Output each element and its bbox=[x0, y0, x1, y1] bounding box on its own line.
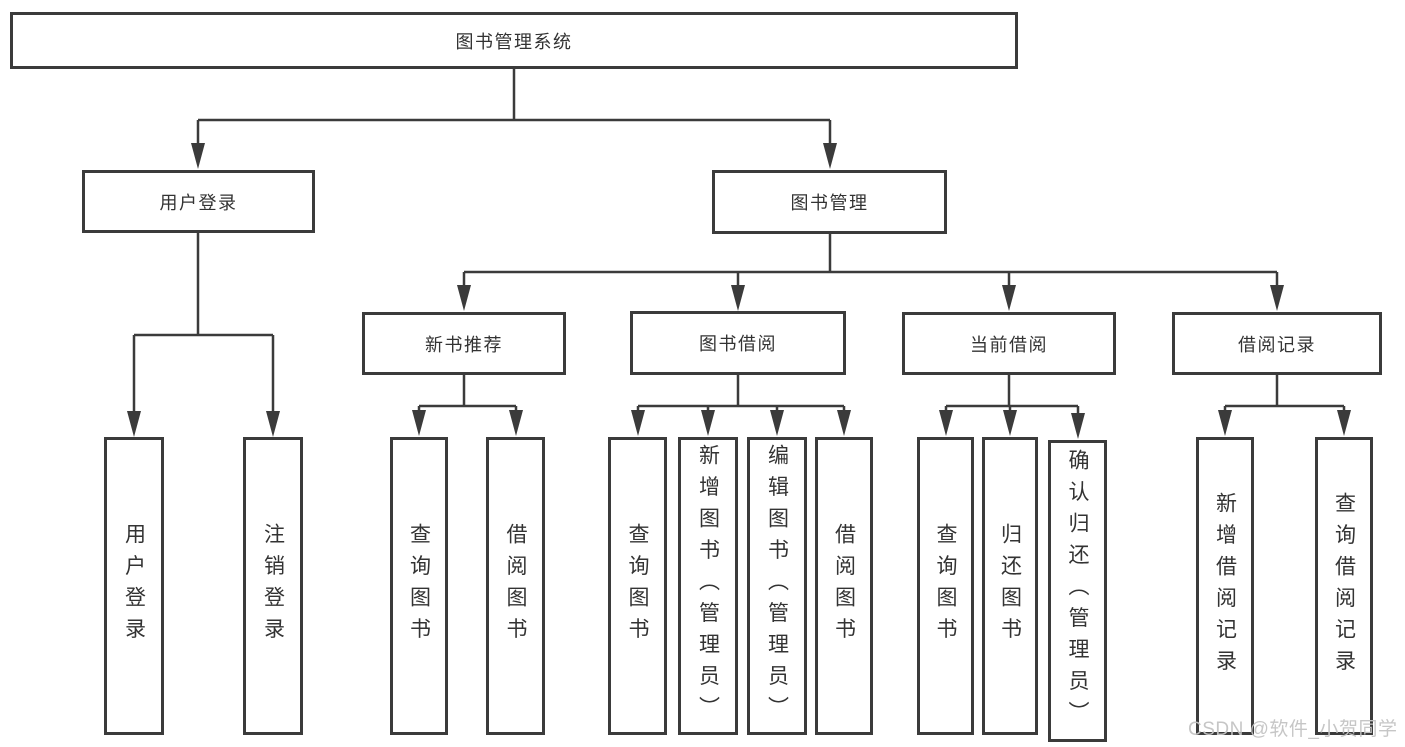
arrowhead-icon bbox=[1002, 285, 1016, 311]
leaf-return-books: 归还图书 bbox=[982, 437, 1038, 735]
arrowhead-icon bbox=[939, 410, 953, 436]
node-label: 借阅图书 bbox=[832, 523, 856, 649]
arrowhead-icon bbox=[701, 410, 715, 436]
arrowhead-icon bbox=[631, 410, 645, 436]
node-label: 图书借阅 bbox=[699, 334, 777, 354]
node-new-book-recommend: 新书推荐 bbox=[362, 312, 566, 375]
leaf-user-login: 用户登录 bbox=[104, 437, 164, 735]
node-label: 查询图书 bbox=[934, 523, 957, 649]
leaf-query-books-recommend: 查询图书 bbox=[390, 437, 448, 735]
node-book-borrowing: 图书借阅 bbox=[630, 311, 846, 375]
leaf-borrow-books-borrowing: 借阅图书 bbox=[815, 437, 873, 735]
node-label: 新增借阅记录 bbox=[1213, 491, 1237, 681]
arrowhead-icon bbox=[1337, 410, 1351, 436]
leaf-confirm-return-admin: 确认归还（管理员） bbox=[1048, 440, 1107, 742]
arrowhead-icon bbox=[1071, 413, 1085, 439]
leaf-query-borrow-record: 查询借阅记录 bbox=[1315, 437, 1373, 735]
arrowhead-icon bbox=[412, 410, 426, 436]
node-label: 归还图书 bbox=[998, 523, 1022, 649]
node-label: 注销登录 bbox=[261, 523, 285, 649]
arrowhead-icon bbox=[127, 411, 141, 437]
node-label: 图书管理系统 bbox=[455, 31, 573, 52]
arrowhead-icon bbox=[837, 410, 851, 436]
node-label: 查询图书 bbox=[626, 523, 649, 649]
arrowhead-icon bbox=[731, 285, 745, 311]
arrowhead-icon bbox=[266, 411, 280, 437]
leaf-query-books-current: 查询图书 bbox=[917, 437, 974, 735]
node-label: 新增图书（管理员） bbox=[696, 444, 720, 728]
node-label: 用户登录 bbox=[159, 192, 238, 213]
node-user-login-branch: 用户登录 bbox=[82, 170, 315, 233]
node-label: 新书推荐 bbox=[425, 334, 503, 355]
arrowhead-icon bbox=[770, 410, 784, 436]
leaf-edit-book-admin: 编辑图书（管理员） bbox=[747, 437, 807, 735]
leaf-borrow-books-recommend: 借阅图书 bbox=[486, 437, 545, 735]
node-label: 当前借阅 bbox=[970, 334, 1048, 355]
node-label: 图书管理 bbox=[790, 193, 869, 213]
arrowhead-icon bbox=[1218, 410, 1232, 436]
node-library-system-root: 图书管理系统 bbox=[10, 12, 1018, 69]
leaf-logout: 注销登录 bbox=[243, 437, 303, 735]
node-borrowing-records: 借阅记录 bbox=[1172, 312, 1382, 375]
leaf-query-books-borrowing: 查询图书 bbox=[608, 437, 667, 735]
arrowhead-icon bbox=[823, 143, 837, 169]
arrowhead-icon bbox=[1270, 285, 1284, 311]
node-label: 编辑图书（管理员） bbox=[765, 444, 789, 728]
node-label: 用户登录 bbox=[122, 523, 146, 649]
node-book-management-branch: 图书管理 bbox=[712, 170, 947, 234]
leaf-add-borrow-record: 新增借阅记录 bbox=[1196, 437, 1254, 735]
node-label: 确认归还（管理员） bbox=[1066, 449, 1089, 733]
node-label: 查询图书 bbox=[407, 523, 431, 649]
node-current-borrowing: 当前借阅 bbox=[902, 312, 1116, 375]
node-label: 借阅图书 bbox=[504, 523, 527, 649]
node-label: 借阅记录 bbox=[1238, 334, 1316, 355]
arrowhead-icon bbox=[191, 143, 205, 169]
arrowhead-icon bbox=[509, 410, 523, 436]
csdn-watermark: CSDN @软件_小贺同学 bbox=[1188, 719, 1398, 740]
arrowhead-icon bbox=[1003, 410, 1017, 436]
arrowhead-icon bbox=[457, 285, 471, 311]
node-label: 查询借阅记录 bbox=[1332, 491, 1356, 681]
leaf-add-book-admin: 新增图书（管理员） bbox=[678, 437, 738, 735]
